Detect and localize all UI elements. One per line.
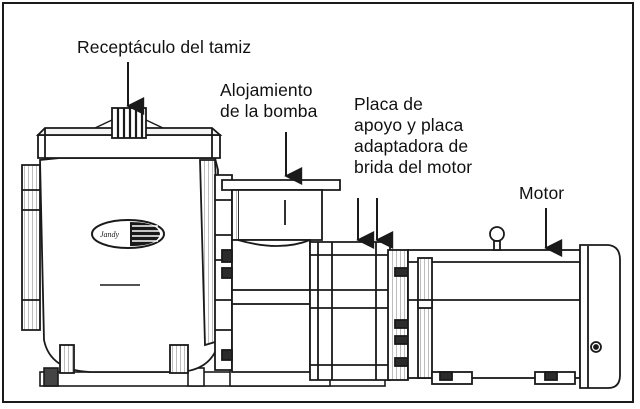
logo-text: Jandy bbox=[100, 230, 120, 239]
jandy-logo: Jandy bbox=[91, 219, 165, 249]
label-seal-plate: Placa de apoyo y placa adaptadora de bri… bbox=[354, 94, 473, 177]
label-strainer: Receptáculo del tamiz bbox=[77, 37, 252, 57]
strainer-housing bbox=[21, 157, 233, 374]
pump-housing bbox=[221, 179, 341, 373]
motor-body bbox=[407, 226, 621, 389]
lifting-eye-icon bbox=[489, 226, 505, 251]
label-motor: Motor bbox=[519, 183, 565, 203]
label-pump-housing: Alojamiento de la bomba bbox=[220, 80, 318, 121]
strainer-lid bbox=[35, 107, 223, 159]
diagram-frame bbox=[2, 2, 634, 403]
seal-plate bbox=[309, 241, 410, 381]
callout-arrows bbox=[126, 62, 563, 257]
